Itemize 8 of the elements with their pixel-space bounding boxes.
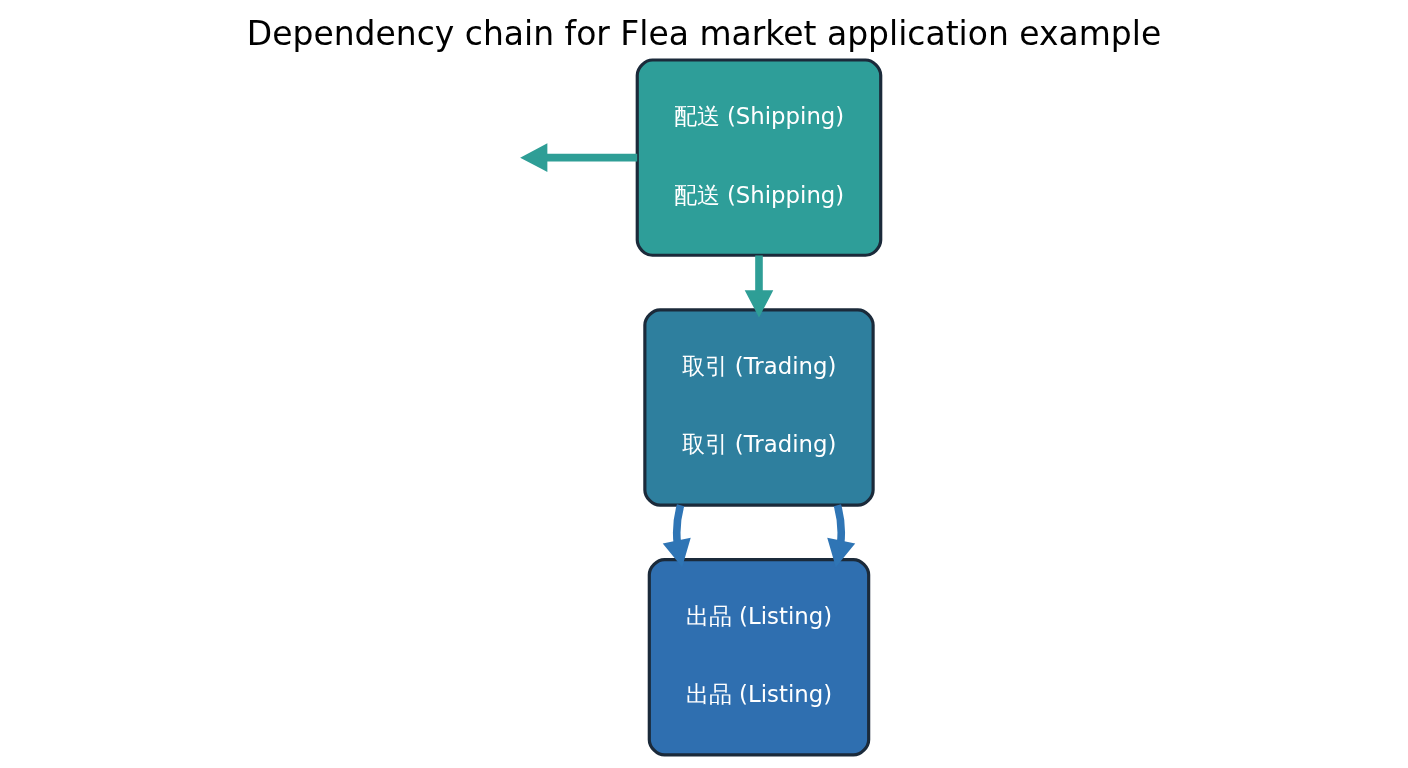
node-box: 出品 (Listing) 出品 (Listing) xyxy=(647,558,871,757)
arrow xyxy=(744,255,774,318)
arrow xyxy=(662,504,691,568)
arrow xyxy=(520,143,638,172)
node-box: 配送 (Shipping) 配送 (Shipping) xyxy=(635,58,883,257)
arrow xyxy=(827,504,856,568)
node-box: 取引 (Trading) 取引 (Trading) xyxy=(643,308,875,507)
diagram-title: Dependency chain for Flea market application example xyxy=(246,13,1162,53)
